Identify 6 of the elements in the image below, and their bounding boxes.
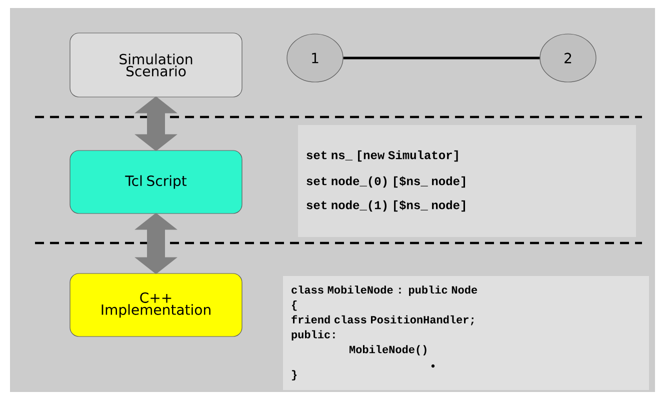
connector-line: [343, 56, 540, 60]
code-panel: class MobileNode : public Node { friend class PositionHandler; public: MobileNode() }: [283, 276, 649, 390]
process-box: Simulation Scenario: [70, 32, 242, 98]
code-panel: set ns_ [new Simulator] set node_(0) [$ns_ node] set node_(1) [$ns_ node]: [298, 125, 636, 237]
process-box: C++ Implementation: [70, 273, 242, 337]
process-box: Tcl Script: [70, 150, 242, 214]
